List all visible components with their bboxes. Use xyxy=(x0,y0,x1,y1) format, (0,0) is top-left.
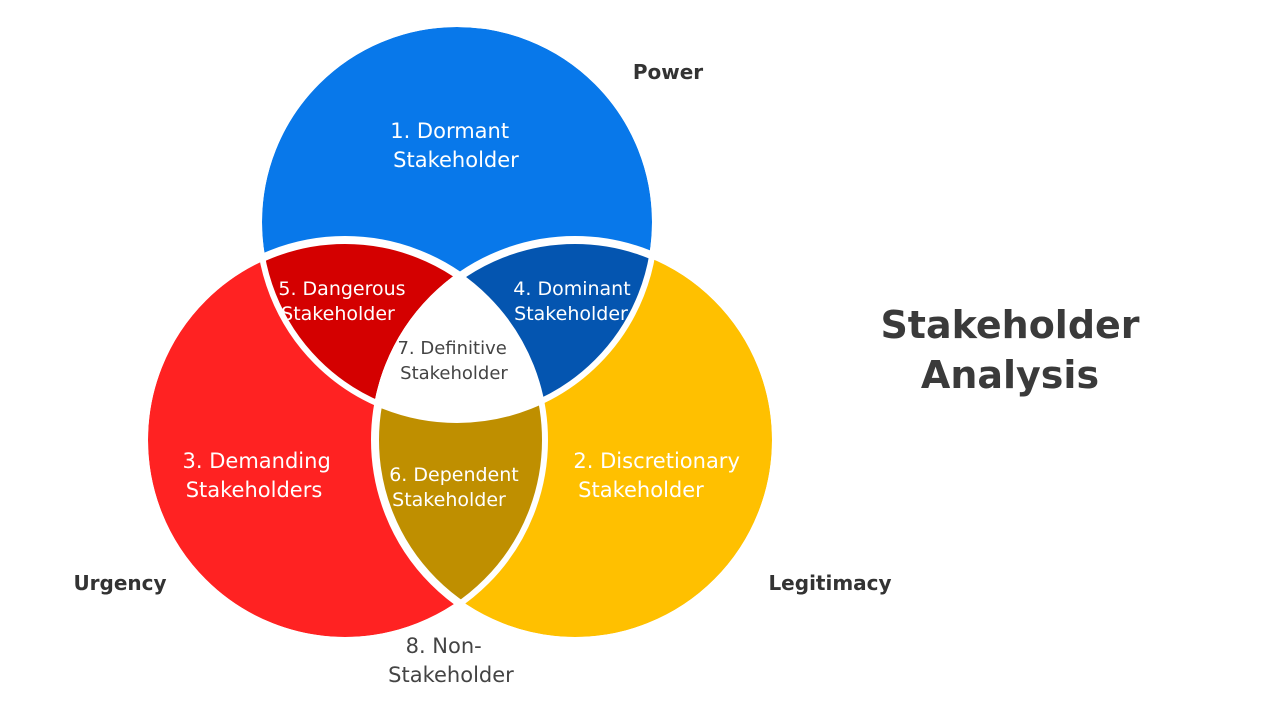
demanding-label: 3. Demanding Stakeholders xyxy=(183,449,338,502)
dangerous-label: 5. Dangerous Stakeholder xyxy=(278,278,411,325)
legitimacy-label: Legitimacy xyxy=(768,571,891,595)
dependent-label: 6. Dependent Stakeholder xyxy=(389,464,525,511)
urgency-label: Urgency xyxy=(73,571,166,595)
dominant-label: 4. Dominant Stakeholder xyxy=(513,278,636,325)
urgency-outline xyxy=(142,237,548,643)
power-outline xyxy=(256,21,658,423)
title-line-2: Analysis xyxy=(920,353,1100,397)
discretionary-label: 2. Discretionary Stakeholder xyxy=(573,449,746,502)
definitive-label: 7. Definitive Stakeholder xyxy=(397,338,512,384)
power-label: Power xyxy=(633,60,703,84)
legitimacy-outline xyxy=(372,237,778,643)
page-title: Stakeholder Analysis xyxy=(870,300,1150,400)
definitive-region xyxy=(371,240,545,420)
title-line-1: Stakeholder xyxy=(880,303,1140,347)
non-stakeholder-label: 8. Non- Stakeholder xyxy=(388,634,514,687)
dormant-label: 1. Dormant Stakeholder xyxy=(390,119,519,172)
